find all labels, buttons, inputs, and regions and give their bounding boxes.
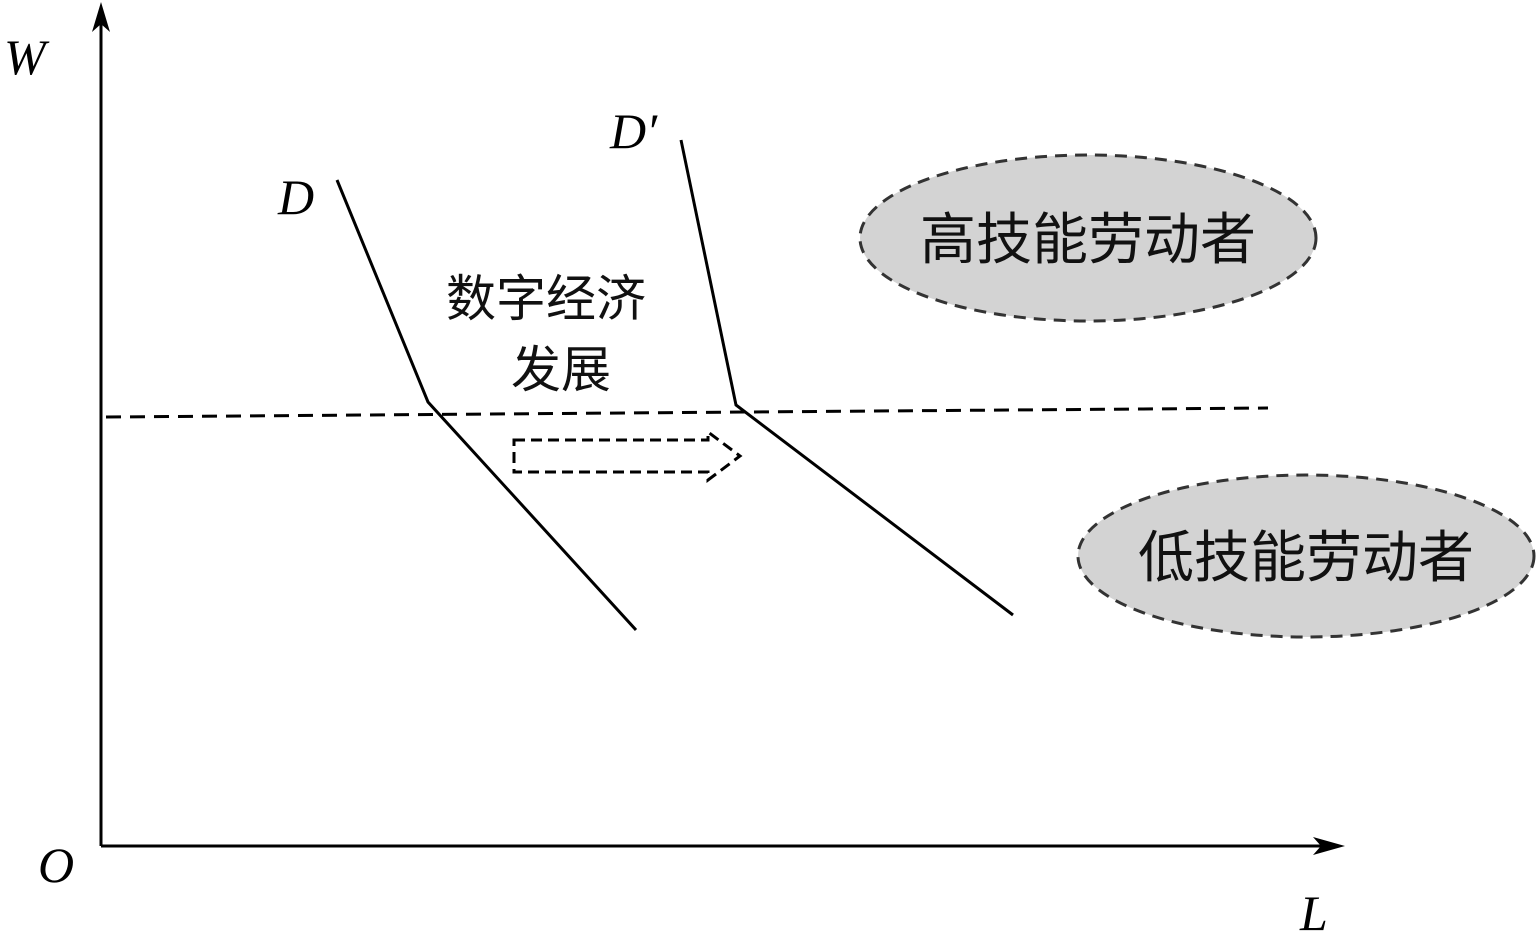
shift-annotation-line1: 数字经济 bbox=[446, 270, 646, 328]
y-axis-label: W bbox=[4, 29, 50, 85]
demand-curve-d-label: D bbox=[277, 169, 314, 225]
low-skill-ellipse bbox=[1076, 473, 1536, 639]
high-skill-label: 高技能劳动者 bbox=[920, 208, 1256, 273]
skill-threshold-dashed-line bbox=[105, 406, 1269, 419]
y-axis-arrowhead bbox=[92, 2, 110, 32]
high-skill-ellipse bbox=[858, 153, 1318, 323]
shift-arrow-icon bbox=[512, 429, 743, 483]
demand-curve-d-prime bbox=[679, 139, 1014, 617]
x-axis-label: L bbox=[1299, 885, 1328, 933]
demand-curve-d-prime-label: D′ bbox=[609, 103, 658, 159]
x-axis-arrowhead bbox=[1313, 837, 1345, 855]
origin-label: O bbox=[38, 837, 74, 893]
shift-annotation-line2: 发展 bbox=[511, 341, 611, 399]
demand-curve-d bbox=[335, 179, 638, 632]
low-skill-label: 低技能劳动者 bbox=[1138, 526, 1474, 591]
